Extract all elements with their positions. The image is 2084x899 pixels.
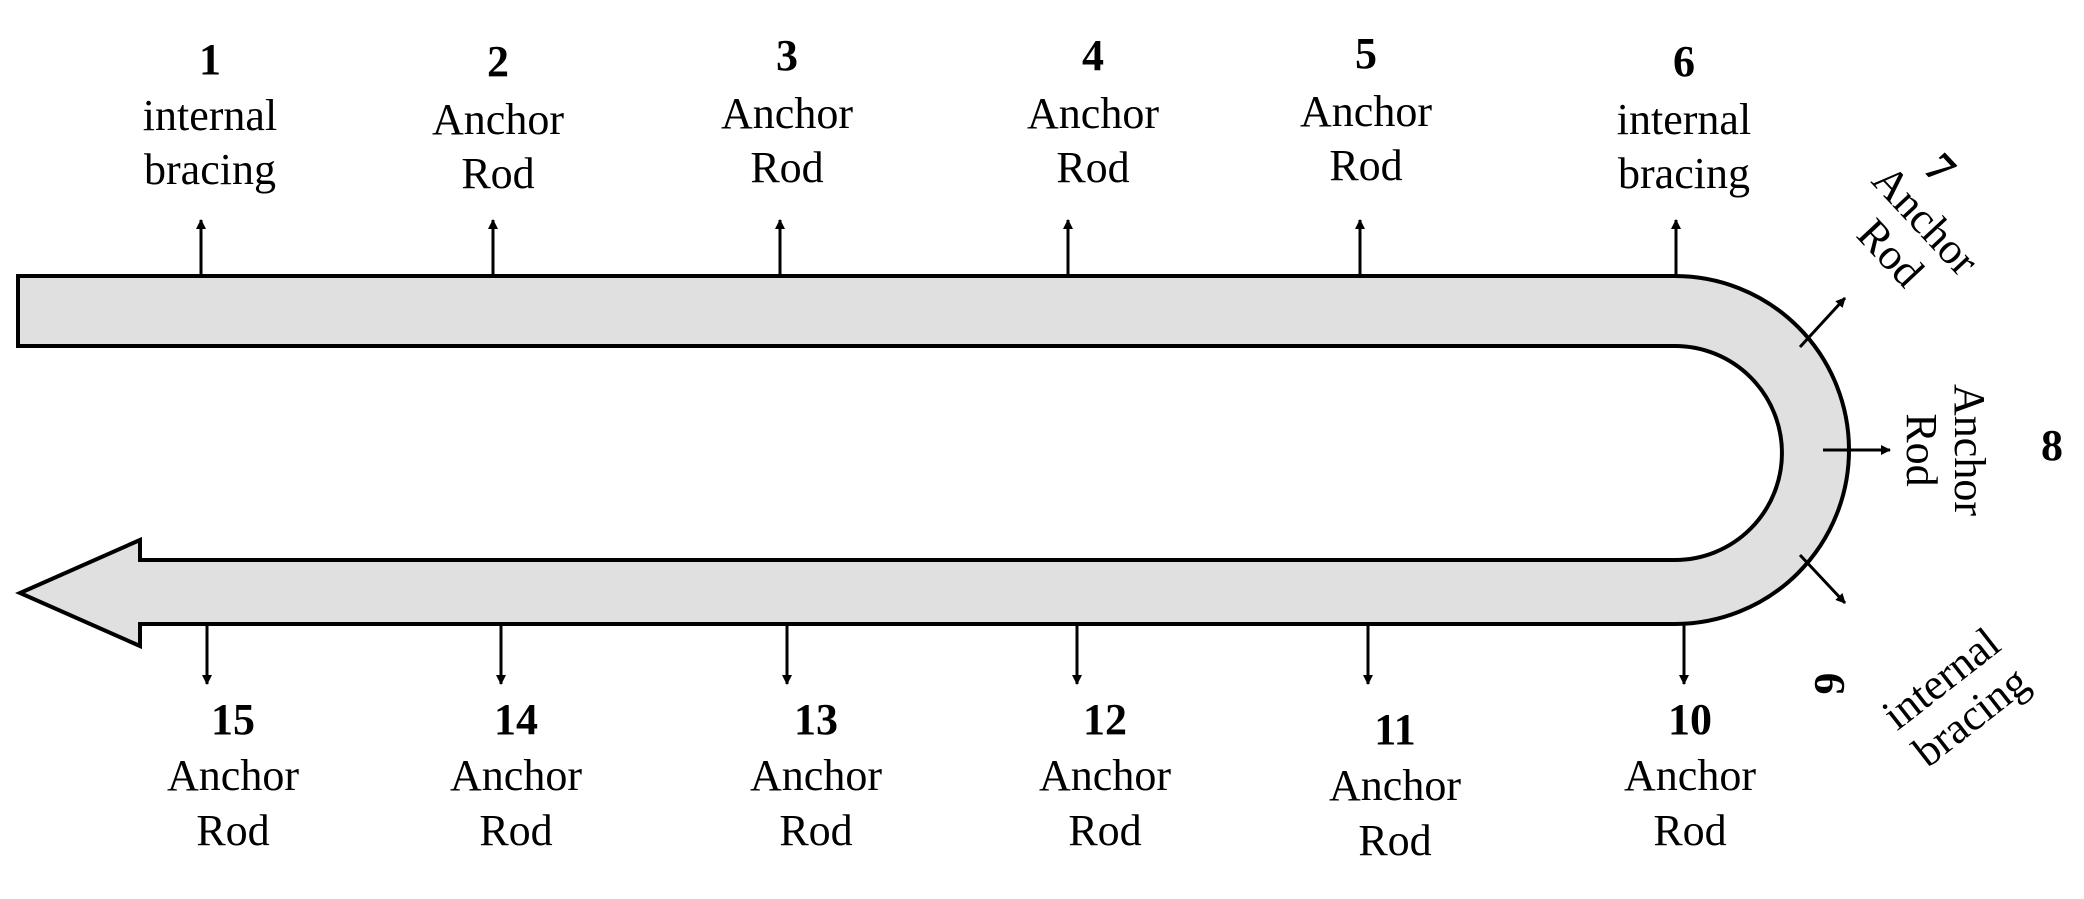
point-label-line2: Rod: [461, 149, 534, 198]
point-label-line1: Anchor: [721, 89, 853, 138]
label-point-4: 4 Anchor Rod: [1027, 31, 1159, 192]
arrow-point-9: [1798, 553, 1847, 605]
point-number: 10: [1668, 695, 1712, 744]
label-point-9: 9 internal bracing: [1805, 618, 2038, 776]
point-number: 13: [794, 695, 838, 744]
label-point-2: 2 Anchor Rod: [432, 37, 564, 198]
point-label-line2: bracing: [1618, 149, 1750, 198]
label-point-11: 11 Anchor Rod: [1329, 705, 1461, 865]
point-number: 1: [199, 35, 221, 84]
label-point-15: 15 Anchor Rod: [167, 695, 299, 855]
point-label-line1: Anchor: [450, 751, 582, 800]
point-label-line1: Anchor: [750, 751, 882, 800]
point-number: 8: [2041, 421, 2063, 470]
point-label-line1: internal: [143, 91, 277, 140]
point-number: 2: [487, 37, 509, 86]
point-label-line2: Rod: [1358, 816, 1431, 865]
point-number: 9: [1805, 672, 1855, 696]
point-label-line2: Rod: [1068, 806, 1141, 855]
u-shaped-band: [15, 274, 1851, 650]
point-label-line1: Anchor: [1624, 751, 1756, 800]
point-label-line1: Anchor: [432, 95, 564, 144]
point-label-line2: Rod: [1653, 806, 1726, 855]
point-number: 3: [776, 31, 798, 80]
point-number: 4: [1082, 31, 1104, 80]
label-point-7: 7 Anchor Rod: [1848, 144, 1989, 297]
label-point-3: 3 Anchor Rod: [721, 31, 853, 192]
point-label-line2: bracing: [144, 145, 276, 194]
point-label-line2: Rod: [1897, 413, 1946, 486]
point-label-line2: Rod: [1056, 143, 1129, 192]
label-point-13: 13 Anchor Rod: [750, 695, 882, 855]
point-label-line1: Anchor: [1300, 87, 1432, 136]
point-label-line1: Anchor: [1945, 384, 1994, 516]
point-number: 6: [1673, 37, 1695, 86]
point-label-line1: Anchor: [1039, 751, 1171, 800]
arrow-point-7: [1798, 296, 1847, 349]
point-label-line2: Rod: [1329, 141, 1402, 190]
label-point-8: 8 Anchor Rod: [1897, 384, 2063, 516]
point-number: 11: [1374, 705, 1416, 754]
point-label-line1: internal: [1617, 95, 1751, 144]
label-point-10: 10 Anchor Rod: [1624, 695, 1756, 855]
point-label-line2: Rod: [779, 806, 852, 855]
label-point-14: 14 Anchor Rod: [450, 695, 582, 855]
label-point-5: 5 Anchor Rod: [1300, 29, 1432, 190]
point-label-line1: Anchor: [167, 751, 299, 800]
label-point-6: 6 internal bracing: [1617, 37, 1751, 198]
point-number: 14: [494, 695, 538, 744]
label-point-12: 12 Anchor Rod: [1039, 695, 1171, 855]
point-number: 5: [1355, 29, 1377, 78]
point-label-line2: Rod: [479, 806, 552, 855]
point-label-line2: Rod: [196, 806, 269, 855]
point-label-line2: Rod: [750, 143, 823, 192]
point-label-line1: Anchor: [1329, 761, 1461, 810]
point-label-line1: Anchor: [1027, 89, 1159, 138]
point-number: 12: [1083, 695, 1127, 744]
label-point-1: 1 internal bracing: [143, 35, 277, 194]
point-number: 15: [211, 695, 255, 744]
